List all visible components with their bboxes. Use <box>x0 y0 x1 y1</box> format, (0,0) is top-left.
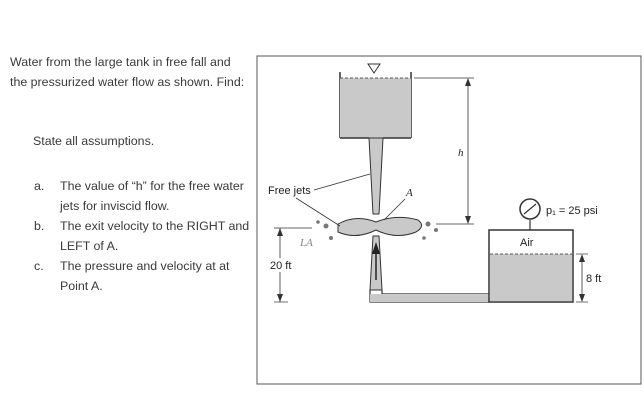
air-label: Air <box>520 237 534 249</box>
dim-20-label-bg <box>268 258 296 272</box>
diagram-svg: Free jets A LA h 20 ft Air <box>256 55 642 385</box>
question-label: c. <box>34 259 44 273</box>
question-item-a: a. The value of “h” for the free water j… <box>34 176 254 216</box>
water-tag: LA <box>299 237 313 249</box>
assumptions-text: State all assumptions. <box>33 134 155 148</box>
question-list: a. The value of “h” for the free water j… <box>34 176 254 296</box>
free-jets-leader-upper <box>313 173 371 191</box>
pipe-water <box>370 294 489 302</box>
point-a-leader <box>383 198 406 221</box>
upper-tank-water <box>340 78 411 138</box>
gauge-needle <box>523 203 537 215</box>
question-text: The pressure and velocity at at Point A. <box>60 259 230 293</box>
question-item-b: b. The exit velocity to the RIGHT and LE… <box>34 216 254 256</box>
falling-jet <box>368 137 384 215</box>
problem-statement: Water from the large tank in free fall a… <box>10 52 250 92</box>
dim-20-arrow-top <box>277 228 283 236</box>
h-label: h <box>458 147 464 159</box>
dim-8-arrow-bottom <box>579 294 585 302</box>
point-a-label: A <box>405 187 413 199</box>
pressure-label: p₁ = 25 psi <box>546 205 598 217</box>
spray-droplet <box>434 228 438 232</box>
dim-20-arrow-bottom <box>277 294 283 302</box>
h-dim-arrow-bottom <box>465 216 471 224</box>
question-label: a. <box>34 179 45 193</box>
question-label: b. <box>34 219 45 233</box>
up-arrow-icon <box>372 242 380 254</box>
pipe-inner <box>381 290 489 295</box>
h-dim-arrow-top <box>465 78 471 86</box>
tank-diagram: Free jets A LA h 20 ft Air <box>256 54 644 394</box>
spray-droplet <box>422 236 426 240</box>
figure-frame <box>256 55 642 385</box>
free-jets-label: Free jets <box>268 185 311 197</box>
spray-droplet <box>425 221 431 227</box>
dim-8-label: 8 ft <box>586 273 601 285</box>
free-jets-leader-lower <box>295 197 341 227</box>
spray-droplet <box>316 220 320 224</box>
problem-intro: Water from the large tank in free fall a… <box>10 55 245 89</box>
dim-20-label: 20 ft <box>270 260 291 272</box>
jet-collision-splash <box>337 216 422 236</box>
dim-8-arrow-top <box>579 254 585 262</box>
spray-droplet <box>329 236 333 240</box>
question-text: The value of “h” for the free water jets… <box>60 179 244 213</box>
pressure-tank <box>488 229 574 303</box>
free-surface-symbol <box>367 63 381 74</box>
question-item-c: c. The pressure and velocity at at Point… <box>34 256 254 296</box>
spray-droplet <box>323 223 329 229</box>
question-text: The exit velocity to the RIGHT and LEFT … <box>60 219 250 253</box>
pressure-tank-water <box>490 254 572 301</box>
